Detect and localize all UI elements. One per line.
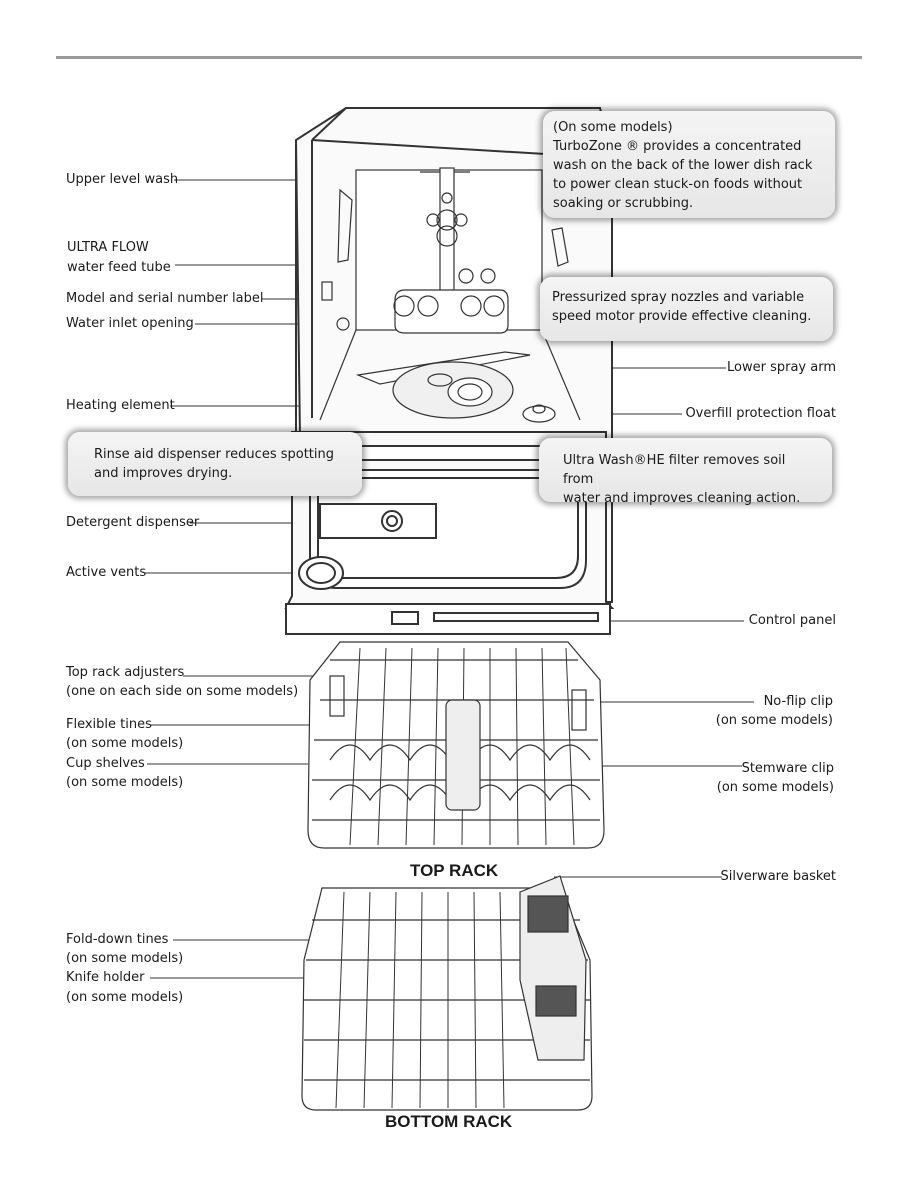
callout-ultra-wash: Ultra Wash®HE filter removes soil from w…: [539, 438, 832, 506]
label-overfill-float: Overfill protection float: [685, 406, 836, 421]
callout-turbozone-line: soaking or scrubbing.: [553, 196, 694, 211]
label-stemware-clip: Stemware clip: [741, 761, 834, 776]
label-cup-shelves: Cup shelves: [66, 756, 145, 771]
callout-rinse-aid-line: Rinse aid dispenser reduces spotting: [94, 447, 334, 462]
label-water-feed-tube: water feed tube: [67, 260, 171, 275]
label-top-rack-adjusters: Top rack adjusters: [66, 665, 185, 680]
label-heating-element: Heating element: [66, 398, 175, 413]
callout-rinse-aid-line: and improves drying.: [94, 466, 233, 481]
callout-ultra-wash-line: Ultra Wash®HE filter removes soil from: [563, 453, 786, 487]
callout-ultra-wash-line: water and improves cleaning action.: [563, 491, 801, 506]
callout-turbozone-line: wash on the back of the lower dish rack: [553, 158, 813, 173]
label-knife-holder-note: (on some models): [66, 990, 184, 1005]
callout-turbozone-line: (On some models): [553, 120, 673, 135]
callout-turbozone-line: to power clean stuck-on foods without: [553, 177, 803, 192]
label-water-inlet: Water inlet opening: [66, 316, 194, 331]
label-fold-down-tines: Fold-down tines: [66, 932, 169, 947]
label-fold-down-tines-note: (on some models): [66, 951, 184, 966]
label-no-flip-clip-note: (on some models): [715, 713, 833, 728]
label-flexible-tines-note: (on some models): [66, 736, 184, 751]
label-active-vents: Active vents: [66, 565, 147, 580]
label-detergent-dispenser: Detergent dispenser: [66, 515, 200, 530]
label-top-rack-adjusters-note: (one on each side on some models): [66, 684, 299, 699]
label-model-serial: Model and serial number label: [66, 291, 264, 306]
label-stemware-clip-note: (on some models): [716, 780, 834, 795]
callout-turbozone: (On some models) TurboZone ® provides a …: [543, 111, 835, 218]
callout-nozzles-line: Pressurized spray nozzles and variable: [552, 290, 805, 305]
label-silverware-basket: Silverware basket: [720, 869, 836, 884]
label-cup-shelves-note: (on some models): [66, 775, 184, 790]
label-knife-holder: Knife holder: [66, 970, 145, 985]
callout-nozzles-line: speed motor provide effective cleaning.: [552, 309, 812, 324]
bottom-rack-title: BOTTOM RACK: [385, 1112, 513, 1131]
callout-rinse-aid: Rinse aid dispenser reduces spotting and…: [68, 432, 362, 496]
top-rack-title: TOP RACK: [410, 861, 499, 880]
header-rule: [56, 56, 862, 59]
label-flexible-tines: Flexible tines: [66, 717, 152, 732]
label-ultra-flow: ULTRA FLOW: [67, 240, 149, 255]
callout-turbozone-line: TurboZone ® provides a concentrated: [553, 139, 802, 154]
label-upper-level-wash: Upper level wash: [66, 172, 179, 187]
label-lower-spray-arm: Lower spray arm: [727, 360, 836, 375]
callout-spray-nozzles: Pressurized spray nozzles and variable s…: [540, 277, 833, 341]
label-control-panel: Control panel: [748, 613, 836, 628]
label-no-flip-clip: No-flip clip: [763, 694, 833, 709]
